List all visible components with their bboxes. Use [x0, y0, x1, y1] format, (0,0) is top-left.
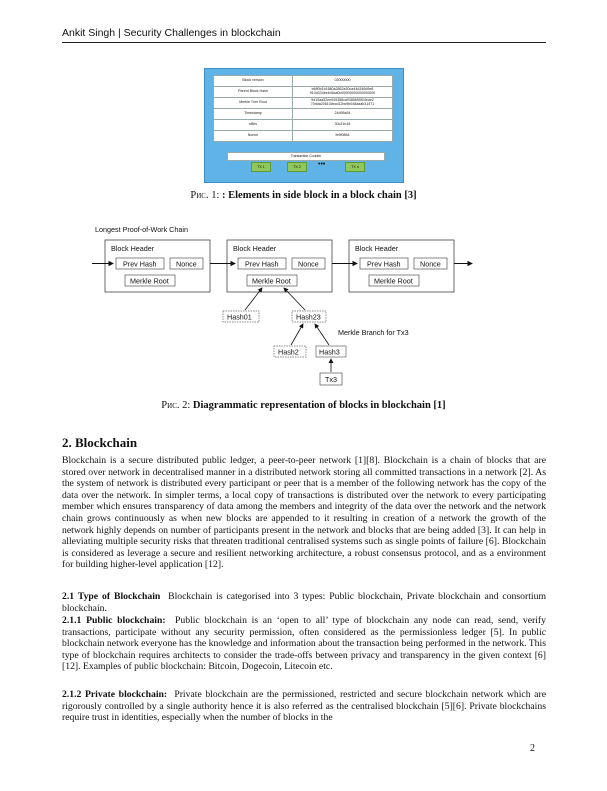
- subsection-text: Public blockchain is an ‘open to all’ ty…: [62, 615, 547, 673]
- nonce-box: [169, 257, 204, 270]
- row-value: fe9f0864: [292, 130, 393, 142]
- merkle-root-label: Merkle Root: [130, 277, 169, 286]
- transaction-counter: Transaction Counter: [227, 152, 385, 161]
- subsection-title: 2.1.2 Private blockchain:: [62, 689, 168, 700]
- nonce-label: Nonce: [420, 260, 441, 269]
- tx3-label: Tx3: [325, 375, 337, 384]
- block-header-label: Block Header: [111, 244, 155, 253]
- tx-box: TX n: [345, 162, 365, 172]
- merkle-root-label: Merkle Root: [374, 277, 413, 286]
- nonce-box: [413, 257, 448, 270]
- diagram-title: Longest Proof-of-Work Chain: [95, 225, 188, 234]
- prev-hash-box: [237, 257, 287, 270]
- hash2-label: Hash2: [278, 348, 299, 357]
- caption-number: Рис. 1:: [190, 190, 220, 201]
- running-head: Ankit Singh | Security Challenges in blo…: [62, 27, 281, 39]
- row-label: Block version: [213, 75, 293, 87]
- subsection-title: 2.1 Type of Blockchain: [62, 591, 161, 602]
- row-label: Timestamp: [213, 108, 293, 120]
- row-label: Nonce: [213, 130, 293, 142]
- row-value: 30c31b18: [292, 119, 393, 131]
- subsection-2-1-1: 2.1.1 Public blockchain: Public blockcha…: [62, 615, 546, 673]
- caption-text: Diagrammatic representation of blocks in…: [192, 400, 446, 411]
- figure-2-caption: Рис. 2: Diagrammatic representation of b…: [0, 400, 607, 411]
- header-rule: [62, 42, 546, 43]
- merkle-root-label: Merkle Root: [252, 277, 291, 286]
- section-title: 2. Blockchain: [62, 435, 138, 450]
- merkle-root-box: [368, 274, 420, 287]
- tx-box: TX 2: [287, 162, 307, 172]
- page-number: 2: [530, 743, 535, 754]
- nonce-box: [291, 257, 326, 270]
- prev-hash-box: [359, 257, 409, 270]
- prev-hash-label: Prev Hash: [123, 260, 157, 269]
- block-header-label: Block Header: [355, 244, 399, 253]
- row-value: 02000000: [292, 75, 393, 87]
- caption-text: : Elements in side block in a block chai…: [222, 190, 417, 201]
- subsection-2-1-2: 2.1.2 Private blockchain: Private blockc…: [62, 689, 546, 724]
- row-label: Parent Block Hash: [213, 86, 293, 98]
- tree-arrow: [290, 323, 304, 346]
- tree-arrow: [244, 287, 263, 311]
- hash01-box: [222, 310, 260, 323]
- caption-number: Рис. 2:: [161, 400, 191, 411]
- row-label: nBits: [213, 119, 293, 131]
- row-value: 24d95a54: [292, 108, 393, 120]
- hash23-box: [291, 310, 327, 323]
- intro-paragraph: Blockchain is a secure distributed publi…: [62, 455, 546, 571]
- tree-arrow: [283, 287, 306, 311]
- hash3-label: Hash3: [319, 348, 340, 357]
- tx3-box: [319, 372, 343, 386]
- row-value: 9d10aa52ee949386ca9385695f04ede2 70dda20…: [292, 97, 393, 109]
- row-value: b6ff0b1b1680a2862a30ca44d346d9e8 910d334…: [292, 86, 393, 98]
- prev-hash-label: Prev Hash: [367, 260, 401, 269]
- tree-arrow: [314, 323, 330, 346]
- subsection-text: Private blockchain are the permissioned,…: [62, 689, 546, 724]
- nonce-label: Nonce: [298, 260, 319, 269]
- merkle-root-box: [246, 274, 298, 287]
- subsection-2-1: 2.1 Type of Blockchain Blockchain is cat…: [62, 591, 546, 614]
- figure-2-chain-diagram: Longest Proof-of-Work Chain Block Header…: [92, 225, 473, 386]
- block-header-label: Block Header: [233, 244, 277, 253]
- merkle-branch-label: Merkle Branch for Tx3: [338, 328, 409, 337]
- ellipsis: •••: [318, 161, 326, 168]
- prev-hash-box: [115, 257, 165, 270]
- figure-1-caption: Рис. 1: : Elements in side block in a bl…: [0, 190, 607, 201]
- row-label: Merkle Tree Root: [213, 97, 293, 109]
- hash01-label: Hash01: [227, 313, 252, 322]
- merkle-root-box: [124, 274, 176, 287]
- hash23-label: Hash23: [296, 313, 321, 322]
- prev-hash-label: Prev Hash: [245, 260, 279, 269]
- subsection-text: Blockchain is categorised into 3 types: …: [62, 591, 546, 614]
- subsection-title: 2.1.1 Public blockchain:: [62, 615, 166, 626]
- tx-box: TX 1: [251, 162, 271, 172]
- nonce-label: Nonce: [176, 260, 197, 269]
- hash2-box: [273, 345, 307, 358]
- hash3-box: [315, 345, 347, 358]
